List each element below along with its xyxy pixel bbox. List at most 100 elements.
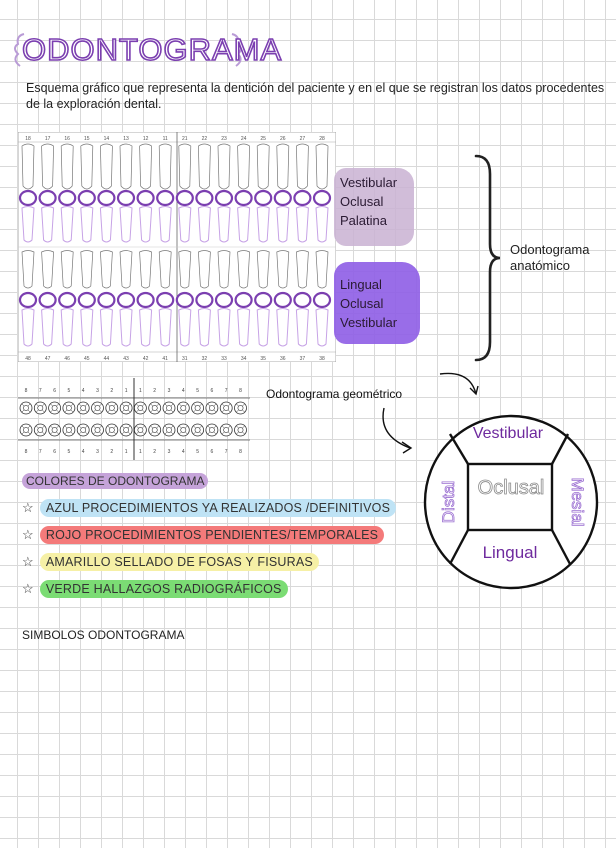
geo-number: 3	[168, 388, 171, 394]
color-text: PROCEDIMIENTOS PENDIENTES/TEMPORALES	[85, 528, 379, 542]
tooth-number: 35	[260, 356, 266, 362]
anatomic-label-line1: Odontograma	[510, 242, 590, 257]
curly-brace	[474, 154, 501, 362]
tooth-number: 45	[84, 356, 90, 362]
tooth-number: 46	[64, 356, 70, 362]
description: Esquema gráfico que representa la dentic…	[26, 81, 605, 111]
face-lingual: Lingual	[483, 543, 538, 562]
color-row-amarillo: ☆ AMARILLO SELLADO DE FOSAS Y FISURAS	[22, 553, 319, 571]
geo-number: 8	[25, 449, 28, 455]
arrows	[382, 372, 479, 454]
geo-number: 7	[225, 388, 228, 394]
geo-tooth	[119, 401, 133, 415]
geo-number: 1	[125, 388, 128, 394]
color-pill-verde: VERDE HALLAZGOS RADIOGRÁFICOS	[39, 580, 288, 598]
geo-tooth	[119, 423, 133, 437]
color-name: ROJO	[45, 528, 82, 542]
geo-tooth	[76, 401, 90, 415]
tooth-number: 16	[64, 136, 70, 142]
geo-tooth	[162, 423, 176, 437]
star-icon: ☆	[22, 500, 34, 515]
geo-tooth	[48, 423, 61, 437]
geo-number: 4	[182, 449, 185, 455]
geo-number: 1	[139, 449, 142, 455]
tooth	[312, 143, 332, 347]
geo-number: 5	[68, 388, 71, 394]
tooth-number: 24	[241, 136, 247, 142]
tooth	[97, 143, 116, 347]
face-distal: Distal	[439, 481, 458, 524]
geo-tooth	[62, 423, 76, 437]
tooth-number: 17	[45, 136, 51, 142]
star-icon: ☆	[22, 554, 34, 569]
color-text: PROCEDIMIENTOS YA REALIZADOS /DEFINITIVO…	[81, 501, 391, 515]
geo-tooth	[234, 423, 247, 437]
tooth	[273, 143, 292, 347]
tooth	[116, 143, 136, 347]
label-oclusal-top: Oclusal	[340, 194, 384, 209]
geo-tooth	[162, 401, 176, 415]
tooth-number: 22	[202, 136, 208, 142]
tooth-faces-diagram: Vestibular Oclusal Distal Mesial Lingual	[423, 414, 599, 590]
color-row-verde: ☆ VERDE HALLAZGOS RADIOGRÁFICOS	[22, 580, 288, 598]
geo-tooth	[234, 401, 247, 415]
color-name: VERDE	[45, 582, 90, 596]
geo-tooth	[91, 423, 104, 437]
tooth-number: 41	[162, 356, 168, 362]
color-row-azul: ☆ AZUL PROCEDIMIENTOS YA REALIZADOS /DEFI…	[22, 499, 397, 517]
geo-number: 4	[82, 449, 85, 455]
star-icon: ☆	[22, 581, 34, 596]
tooth	[195, 143, 214, 347]
geo-number: 2	[153, 388, 156, 394]
tooth	[58, 143, 77, 347]
color-text: HALLAZGOS RADIOGRÁFICOS	[93, 582, 282, 596]
geo-number: 7	[225, 449, 228, 455]
geo-tooth	[19, 401, 33, 415]
tooth-number: 21	[182, 136, 188, 142]
tooth-number: 18	[25, 136, 31, 142]
color-text: SELLADO DE FOSAS Y FISURAS	[114, 555, 313, 569]
tooth	[156, 143, 175, 347]
color-row-rojo: ☆ROJO PROCEDIMIENTOS PENDIENTES/TEMPORAL…	[22, 526, 385, 544]
color-name: AMARILLO	[45, 555, 111, 569]
tooth-number: 42	[143, 356, 149, 362]
color-pill-azul: AZUL PROCEDIMIENTOS YA REALIZADOS /DEFIN…	[39, 499, 397, 517]
geo-number: 4	[82, 388, 85, 394]
color-pill-amarillo: AMARILLO SELLADO DE FOSAS Y FISURAS	[39, 553, 319, 571]
tooth-number: 15	[84, 136, 90, 142]
symbols-title: SIMBOLOS ODONTOGRAMA	[22, 628, 185, 642]
geo-number: 6	[53, 449, 56, 455]
tooth-number: 34	[241, 356, 247, 362]
label-lingual: Lingual	[340, 277, 382, 292]
geo-number: 7	[39, 449, 42, 455]
tooth-number: 27	[300, 136, 306, 142]
tooth	[136, 143, 155, 347]
geo-tooth	[91, 401, 104, 415]
geometric-tooth-circles	[19, 401, 247, 437]
geo-number: 8	[25, 388, 28, 394]
geo-tooth	[205, 401, 219, 415]
tooth-number: 13	[123, 136, 129, 142]
face-mesial: Mesial	[568, 477, 587, 526]
geo-number: 2	[110, 449, 113, 455]
geometric-odontogram-label: Odontograma geométrico	[266, 387, 403, 401]
tooth-number: 36	[280, 356, 286, 362]
geo-tooth	[219, 401, 233, 415]
tooth	[234, 143, 253, 347]
geo-number: 2	[110, 388, 113, 394]
geo-tooth	[48, 401, 61, 415]
geo-tooth	[176, 423, 190, 437]
geo-number: 2	[153, 449, 156, 455]
tooth	[38, 143, 57, 347]
color-name: AZUL	[45, 501, 79, 515]
tooth-number: 25	[260, 136, 266, 142]
upper-labels-highlight	[334, 168, 414, 246]
geo-tooth	[62, 401, 76, 415]
geo-tooth	[148, 423, 162, 437]
geo-tooth	[205, 423, 219, 437]
